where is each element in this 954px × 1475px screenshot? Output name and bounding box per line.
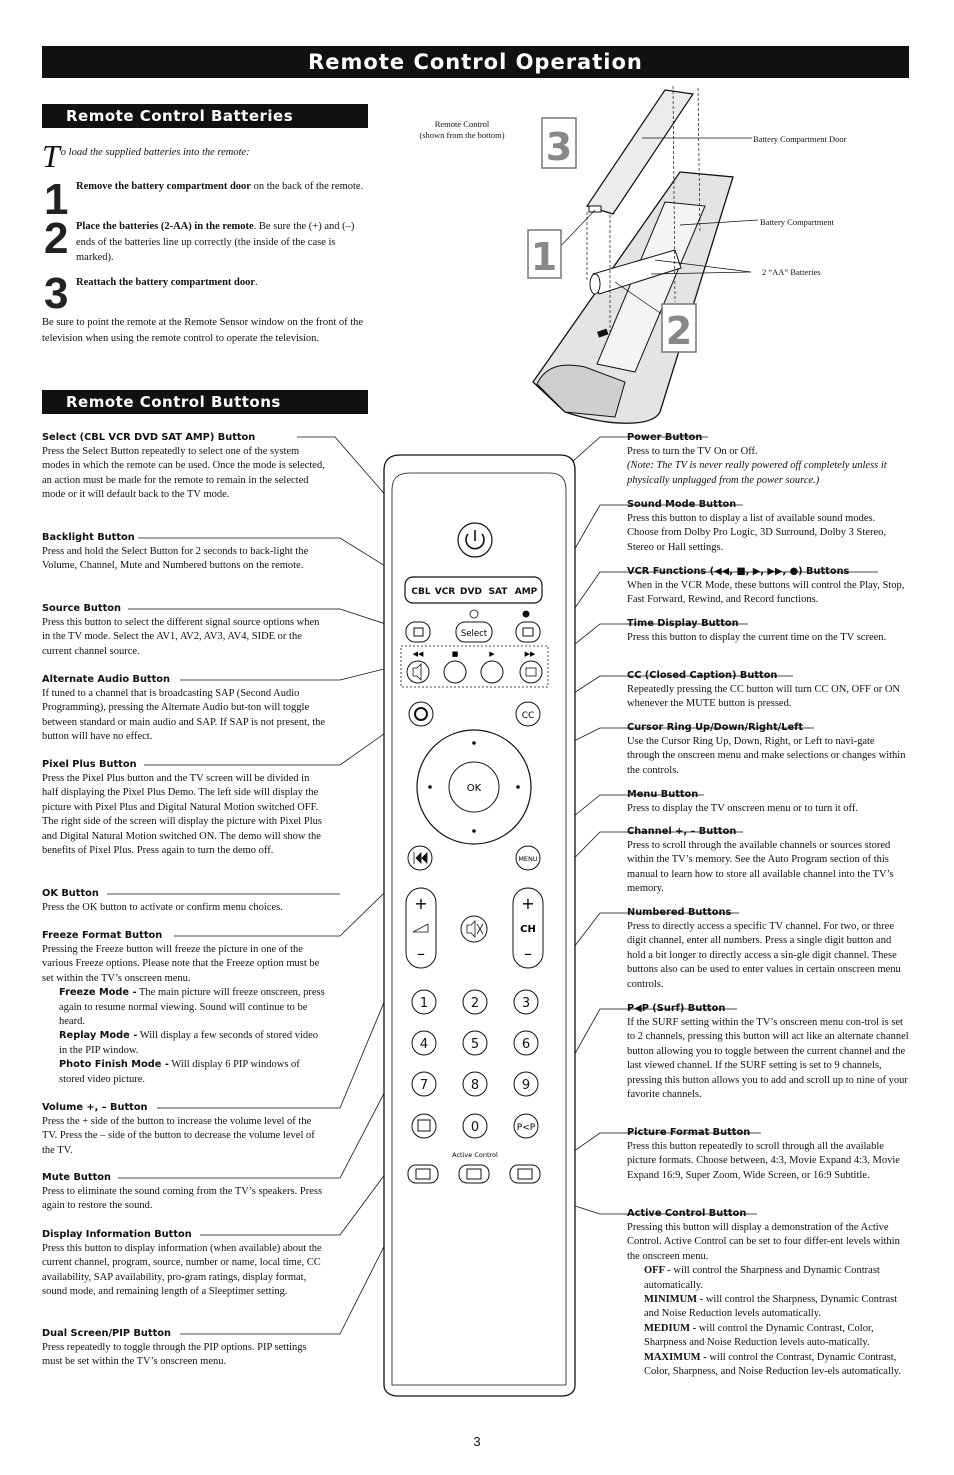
active-control-label: Active Control <box>452 1151 498 1159</box>
step-text: Remove the battery compartment door on t… <box>76 181 364 192</box>
ch-plus: + <box>521 894 534 913</box>
left-item-volume: Volume +, – Button Press the + side of t… <box>42 1102 315 1156</box>
mode-sat: SAT <box>489 587 509 597</box>
right-item-sound-mode: Sound Mode Button Press this button to d… <box>627 499 886 553</box>
cc-label: CC <box>522 711 535 721</box>
right-item-time: Time Display Button Press this button to… <box>627 618 887 643</box>
label-batteries: 2 “AA” Batteries <box>762 267 821 277</box>
batteries-note: Be sure to point the remote at the Remot… <box>42 317 364 344</box>
digit-8: 8 <box>471 1078 479 1093</box>
intro-dropcap: T <box>42 138 60 174</box>
buttons-heading: Remote Control Buttons <box>42 390 368 414</box>
right-item-active-control: Active Control Button Pressing this butt… <box>627 1208 901 1378</box>
step-text: Reattach the battery compartment door. <box>76 277 258 288</box>
svg-text:■: ■ <box>452 650 459 658</box>
digit-7: 7 <box>420 1078 428 1093</box>
mode-amp: AMP <box>515 587 538 597</box>
batteries-heading: Remote Control Batteries <box>42 104 368 128</box>
left-item-freeze: Freeze Format Button Pressing the Freeze… <box>42 930 325 1085</box>
digit-5: 5 <box>471 1037 479 1052</box>
svg-text:▶▶: ▶▶ <box>525 650 536 658</box>
figure-step-1: 1 <box>531 235 557 279</box>
figure-step-2: 2 <box>666 309 692 353</box>
digit-4: 4 <box>420 1037 428 1052</box>
ch-label: CH <box>520 924 536 935</box>
digit-2: 2 <box>471 996 479 1011</box>
right-item-cc: CC (Closed Caption) Button Repeatedly pr… <box>627 670 900 710</box>
step-text: Place the batteries (2-AA) in the remote… <box>76 221 355 263</box>
right-item-surf: P◀P (Surf) Button If the SURF setting wi… <box>627 1003 909 1101</box>
label-compartment: Battery Compartment <box>760 217 834 227</box>
right-item-picture-format: Picture Format Button Press this button … <box>627 1127 900 1181</box>
digit-3: 3 <box>522 996 530 1011</box>
pip-surf-label: P<P <box>517 1123 536 1133</box>
page-number: 3 <box>473 1434 481 1449</box>
right-item-vcr: VCR Functions (◀◀, ■, ▶, ▶▶, ●) Buttons … <box>627 566 905 606</box>
step-number: 2 <box>44 214 69 263</box>
digit-1: 1 <box>420 996 428 1011</box>
select-label: Select <box>461 629 488 639</box>
svg-text:▶: ▶ <box>489 650 495 658</box>
label-door: Battery Compartment Door <box>753 134 847 144</box>
left-item-display-info: Display Information Button Press this bu… <box>42 1229 322 1298</box>
digit-6: 6 <box>522 1037 530 1052</box>
vol-minus: – <box>417 944 425 963</box>
right-item-numbered: Numbered Buttons Press to directly acces… <box>627 907 901 990</box>
figure-step-3: 3 <box>546 125 572 169</box>
mode-vcr: VCR <box>435 587 456 597</box>
menu-label: MENU <box>518 855 538 863</box>
digit-9: 9 <box>522 1078 530 1093</box>
batteries-intro: T o load the supplied batteries into the… <box>42 138 362 174</box>
step-number: 3 <box>44 269 69 318</box>
ok-label: OK <box>467 783 482 794</box>
figure-caption: Remote Control (shown from the bottom) <box>419 119 505 140</box>
left-item-alt-audio: Alternate Audio Button If tuned to a cha… <box>42 674 326 743</box>
right-item-cursor: Cursor Ring Up/Down/Right/Left Use the C… <box>627 722 906 776</box>
left-item-dual-screen: Dual Screen/PIP Button Press repeatedly … <box>42 1328 307 1368</box>
left-item-ok: OK Button Press the OK button to activat… <box>42 888 283 913</box>
vol-plus: + <box>414 894 427 913</box>
digit-0: 0 <box>471 1120 479 1135</box>
ch-minus: – <box>524 944 532 963</box>
mode-cbl: CBL <box>411 587 430 597</box>
right-item-power: Power Button Press to turn the TV On or … <box>627 432 887 486</box>
left-item-select: Select (CBL VCR DVD SAT AMP) Button Pres… <box>42 432 325 501</box>
step-number: 1 <box>44 175 69 224</box>
left-item-source: Source Button Press this button to selec… <box>42 603 320 657</box>
left-item-pixel-plus: Pixel Plus Button Press the Pixel Plus b… <box>42 759 322 857</box>
svg-text:◀◀: ◀◀ <box>413 650 424 658</box>
left-item-backlight: Backlight Button Press and hold the Sele… <box>42 532 309 572</box>
page-title: Remote Control Operation <box>42 46 909 78</box>
mode-dvd: DVD <box>460 587 482 597</box>
left-item-mute: Mute Button Press to eliminate the sound… <box>42 1172 323 1212</box>
intro-text: o load the supplied batteries into the r… <box>60 147 250 158</box>
right-item-channel: Channel +, – Button Press to scroll thro… <box>627 826 894 895</box>
battery-illustration: 3 1 2 <box>527 85 759 424</box>
right-item-menu: Menu Button Press to display the TV onsc… <box>627 789 858 814</box>
